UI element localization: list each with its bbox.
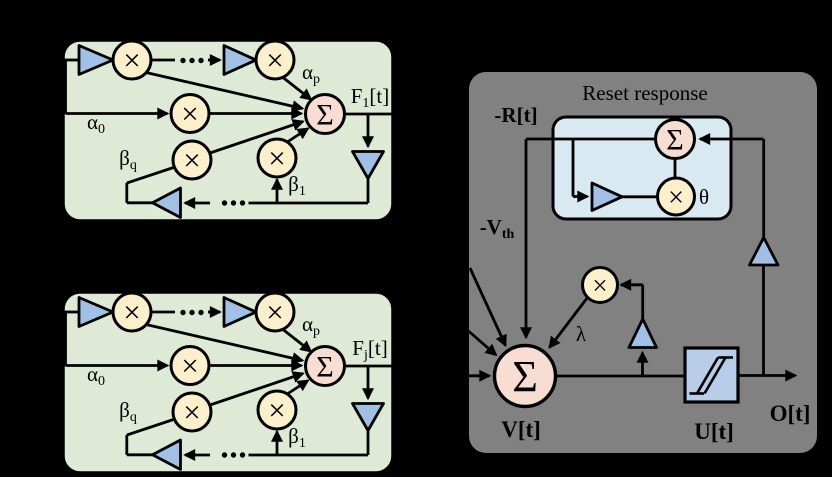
ellipsis-dot	[230, 200, 237, 206]
ellipsis-dot	[239, 200, 246, 206]
output-label: O[t]	[770, 401, 811, 426]
arrow-line	[285, 127, 310, 144]
arrow-line-input	[468, 267, 507, 348]
multiply-symbol: ×	[123, 295, 140, 330]
output-delay-triangle	[351, 150, 385, 180]
signal-line	[126, 165, 176, 185]
signal-line	[126, 417, 176, 437]
reset-signal-label: -R[t]	[494, 103, 537, 127]
beta-q-label: βq	[119, 146, 137, 173]
multiply-symbol: ×	[181, 96, 198, 131]
output-delay-triangle	[351, 402, 385, 432]
arrow-line	[285, 379, 310, 396]
multiply-symbol: ×	[668, 183, 684, 214]
spike-function-icon	[689, 356, 733, 395]
sum-symbol: Σ	[512, 352, 538, 401]
arrow-line-leak	[548, 296, 589, 349]
alpha-0-label: α0	[87, 110, 105, 137]
multiply-symbol: ×	[268, 393, 285, 428]
sum-symbol: Σ	[666, 124, 683, 157]
multiplier-node	[256, 389, 298, 431]
filter-box-j: × × × × × Σ α0 αp βq β1 Fj[t]	[61, 290, 395, 475]
multiplier-node	[171, 391, 213, 433]
filter-output-label: Fj[t]	[352, 336, 387, 363]
multiply-symbol: ×	[268, 141, 285, 176]
spike-delay-triangle	[748, 236, 780, 267]
reset-response-title: Reset response	[582, 81, 707, 105]
reset-delay-triangle	[590, 181, 624, 212]
ellipsis-dot	[180, 309, 186, 316]
arrow-line-alpha-p	[282, 328, 313, 353]
alpha-0-label: α0	[87, 362, 105, 389]
ellipsis-dot	[239, 452, 246, 458]
filter-output-label: F1[t]	[351, 84, 390, 111]
ellipsis-dot	[189, 309, 195, 316]
multiply-symbol: ×	[266, 295, 283, 330]
multiplier-node	[171, 139, 213, 181]
ellipsis-dot	[230, 452, 237, 458]
filter-box-1: × × × × × Σ α0 αp βq β1 F1[t]	[61, 38, 395, 223]
leak-multiplier-node	[581, 266, 619, 304]
alpha-p-label: αp	[302, 60, 320, 87]
theta-label: θ	[699, 185, 709, 209]
delay-triangle	[77, 296, 115, 328]
multiply-symbol: ×	[183, 143, 200, 178]
multiply-symbol: ×	[592, 271, 607, 301]
multiplier-node	[254, 39, 296, 81]
feedback-delay-triangle	[151, 438, 182, 471]
membrane-label: V[t]	[501, 417, 541, 442]
spike-icon-stroke	[695, 356, 720, 395]
feedback-delay-triangle	[151, 186, 182, 219]
ellipsis-dot	[198, 309, 204, 316]
beta-1-label: β1	[288, 424, 306, 451]
spike-icon-stroke	[703, 356, 727, 395]
beta-1-label: β1	[288, 172, 306, 199]
ellipsis-dot	[180, 57, 186, 64]
ellipsis-dot	[198, 57, 204, 64]
arrow-line-input	[467, 329, 498, 357]
arrow-line-beta-q	[209, 119, 305, 155]
potential-label: U[t]	[694, 419, 734, 444]
leak-delay-triangle	[627, 317, 658, 349]
threshold-label: -Vth	[480, 215, 515, 242]
arrow-line-beta-q	[209, 371, 305, 407]
delay-triangle	[222, 44, 258, 76]
multiplier-node	[256, 137, 298, 179]
arrow-line	[145, 71, 305, 113]
ellipsis-dot	[221, 452, 228, 458]
ellipsis-dot	[221, 200, 228, 206]
multiply-symbol: ×	[266, 43, 283, 78]
sum-symbol: Σ	[316, 351, 333, 384]
neuron-box: Reset response Σ × θ -R[t] -Vth Σ V[t] ×…	[467, 70, 819, 455]
delay-triangle	[77, 44, 115, 76]
alpha-p-label: αp	[302, 312, 320, 339]
ellipsis-dot	[189, 57, 195, 64]
lambda-label: λ	[576, 322, 587, 346]
multiplier-node	[254, 291, 296, 333]
beta-q-label: βq	[119, 398, 137, 425]
multiply-symbol: ×	[123, 43, 140, 78]
arrow-line-alpha-p	[282, 76, 313, 101]
sum-symbol: Σ	[316, 99, 333, 132]
multiply-symbol: ×	[183, 395, 200, 430]
delay-triangle	[222, 296, 258, 328]
multiply-symbol: ×	[181, 348, 198, 383]
arrow-line	[145, 323, 305, 365]
